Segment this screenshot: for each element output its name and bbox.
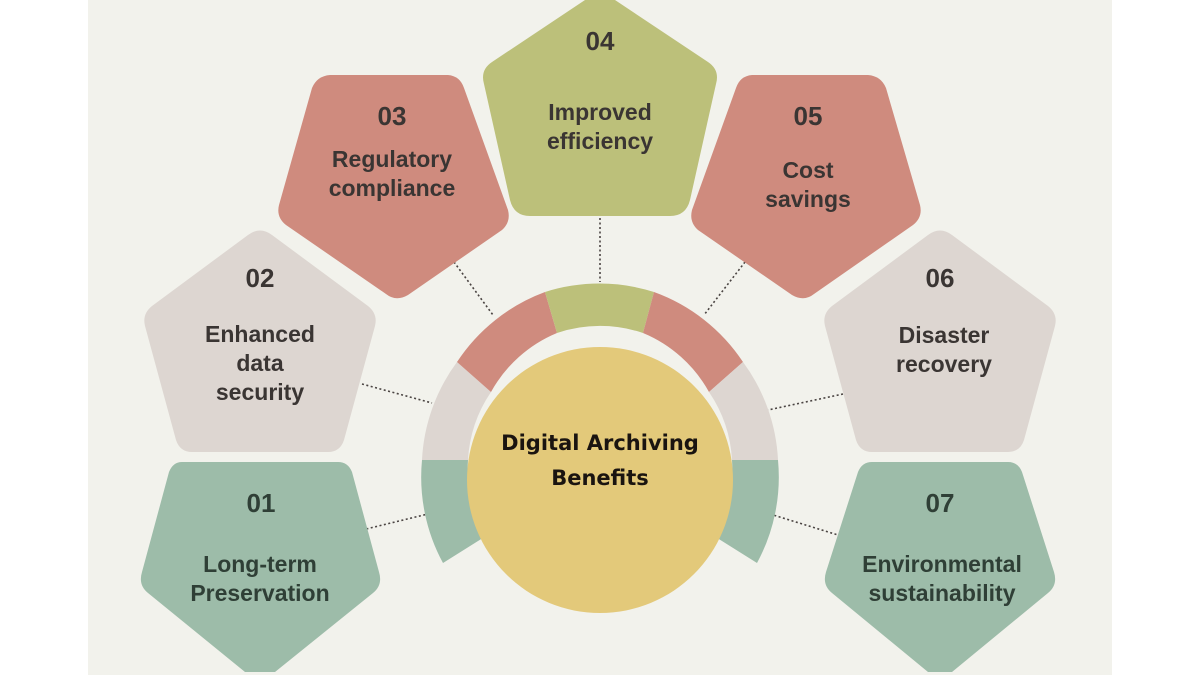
benefit-number: 02 [246, 263, 275, 293]
center-title-line1: Digital Archiving [501, 431, 699, 455]
ring-segment-04 [545, 283, 654, 333]
benefit-number: 05 [794, 101, 823, 131]
connector-05 [703, 261, 746, 316]
benefit-number: 01 [247, 488, 276, 518]
benefit-number: 04 [586, 26, 615, 56]
connector-lines [361, 218, 844, 536]
pentagon-03 [278, 75, 509, 299]
pentagon-05 [691, 75, 921, 299]
benefit-label-line1: Long-term [203, 551, 317, 577]
ring-segment-01 [421, 460, 486, 563]
benefit-card-03: 03 Regulatory compliance [278, 75, 509, 299]
center-circle [467, 347, 733, 613]
pentagon-01 [140, 462, 381, 672]
benefit-label-line1: Regulatory [332, 146, 452, 172]
benefit-number: 06 [926, 263, 955, 293]
ring-segment-06 [709, 362, 778, 460]
pentagon-02 [144, 230, 376, 452]
connector-03 [453, 261, 494, 316]
ring-segment-02 [422, 362, 491, 460]
pentagon-04 [483, 0, 717, 216]
pentagon-06 [824, 230, 1056, 452]
benefit-label-line2: data [236, 350, 284, 376]
benefit-card-04: 04 Improved efficiency [483, 0, 717, 216]
benefit-label-line2: Preservation [190, 580, 329, 606]
benefit-number: 07 [926, 488, 955, 518]
benefit-card-02: 02 Enhanced data security [144, 230, 376, 452]
benefit-card-05: 05 Cost savings [691, 75, 921, 299]
benefit-label-line2: savings [765, 186, 851, 212]
connector-01 [361, 512, 433, 531]
benefit-label-line1: Disaster [899, 322, 990, 348]
ring-segment-03 [457, 292, 557, 392]
benefit-label-line3: security [216, 379, 304, 405]
ring-segment-07 [714, 460, 779, 563]
benefit-label-line2: efficiency [547, 128, 653, 154]
pentagon-07 [824, 462, 1056, 672]
benefit-label-line1: Environmental [862, 551, 1022, 577]
benefit-label-line1: Cost [782, 157, 833, 183]
connector-06 [767, 393, 844, 411]
center-title-line2: Benefits [551, 466, 649, 490]
center-ring [421, 283, 779, 563]
benefit-card-01: 01 Long-term Preservation [140, 462, 381, 672]
benefit-label-line2: compliance [329, 175, 456, 201]
benefit-number: 03 [378, 101, 407, 131]
benefit-label-line1: Improved [548, 99, 652, 125]
benefit-label-line2: sustainability [869, 580, 1016, 606]
connector-02 [361, 383, 433, 404]
benefit-label-line1: Enhanced [205, 321, 315, 347]
benefit-card-06: 06 Disaster recovery [824, 230, 1056, 452]
benefit-label-line2: recovery [896, 351, 992, 377]
benefit-card-07: 07 Environmental sustainability [824, 462, 1056, 672]
connector-07 [769, 513, 839, 536]
ring-segment-05 [643, 292, 743, 392]
